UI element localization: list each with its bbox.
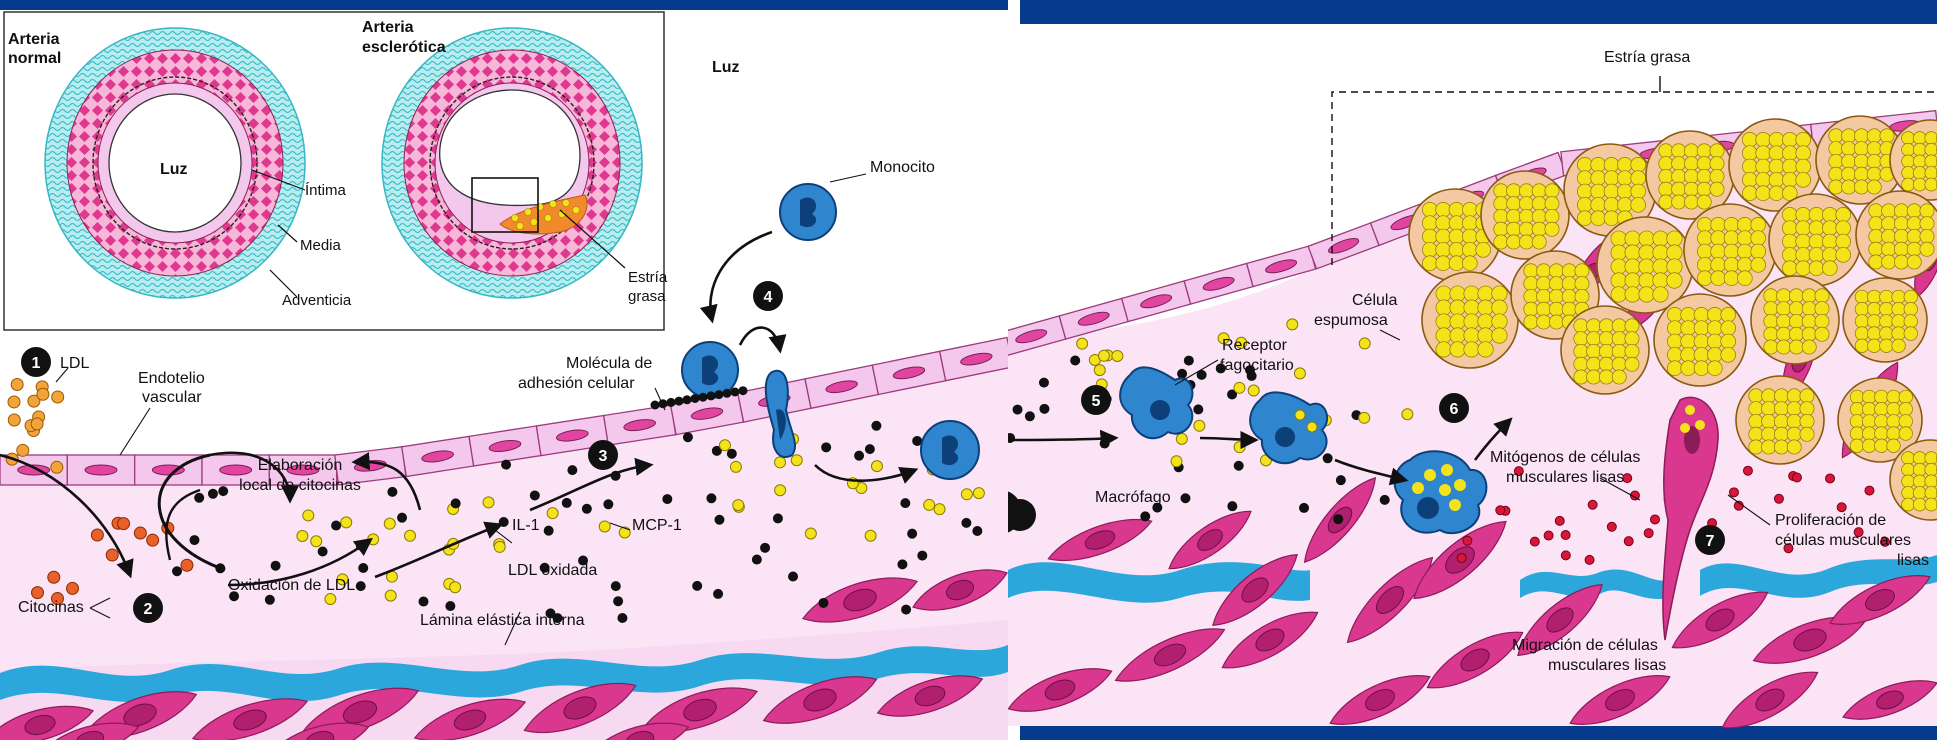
label-estria-1: Estría <box>628 269 668 286</box>
label-receptor-1: Receptor <box>1222 337 1288 354</box>
step-7: 7 <box>1695 525 1725 555</box>
label-elaboracion-2: local de citocinas <box>239 477 361 494</box>
step-2: 2 <box>133 593 163 623</box>
foam-cell <box>1751 276 1839 364</box>
foam-cell <box>1481 171 1569 259</box>
label-macrofago: Macrófago <box>1095 489 1171 506</box>
svg-text:5: 5 <box>1092 393 1101 410</box>
svg-text:2: 2 <box>144 601 153 618</box>
sclerotic-artery <box>382 28 642 298</box>
entering-monocyte <box>921 421 979 479</box>
label-molecula-1: Molécula de <box>566 355 652 372</box>
svg-text:1: 1 <box>32 355 41 372</box>
label-estria-grasa: Estría grasa <box>1604 49 1690 66</box>
svg-text:4: 4 <box>764 289 773 306</box>
inset-lumen-label: Luz <box>160 161 188 178</box>
label-celula-2: espumosa <box>1314 312 1388 329</box>
foam-cell <box>1684 204 1776 296</box>
sclerotic-title-2: esclerótica <box>362 39 446 56</box>
label-receptor-2: fagocitario <box>1220 357 1294 374</box>
label-mitogenos-2: musculares lisas <box>1506 469 1624 486</box>
label-estria-2: grasa <box>628 288 666 305</box>
label-elaboracion-1: Elaboración <box>258 457 343 474</box>
step-4: 4 <box>753 281 783 311</box>
label-migracion-2: musculares lisas <box>1548 657 1666 674</box>
foam-cell <box>1843 278 1927 362</box>
svg-text:7: 7 <box>1706 533 1715 550</box>
label-il1: IL-1 <box>512 517 540 534</box>
label-lamina: Lámina elástica interna <box>420 612 585 629</box>
step-3: 3 <box>588 440 618 470</box>
label-endotelio-2: vascular <box>142 389 202 406</box>
label-mitogenos-1: Mitógenos de células <box>1490 449 1640 466</box>
top-frame-bar <box>0 0 1008 10</box>
label-proliferacion-2: células musculares <box>1775 532 1911 549</box>
label-media: Media <box>300 237 342 254</box>
label-intima: Íntima <box>305 182 347 199</box>
left-panel: Arteria normal Arteria esclerótica Luz Í… <box>0 0 1013 740</box>
label-molecula-2: adhesión celular <box>518 375 635 392</box>
artery-inset: Arteria normal Arteria esclerótica Luz Í… <box>4 12 668 330</box>
svg-text:3: 3 <box>599 448 608 465</box>
step-1: 1 <box>21 347 51 377</box>
label-proliferacion-3: lisas <box>1897 552 1929 569</box>
foam-cell <box>1654 294 1746 386</box>
foam-cell <box>1856 191 1937 279</box>
label-monocito: Monocito <box>870 159 935 176</box>
sclerotic-title-1: Arteria <box>362 19 414 36</box>
label-mcp1: MCP-1 <box>632 517 682 534</box>
foam-cell <box>1736 376 1824 464</box>
foam-cell <box>1769 194 1861 286</box>
svg-text:6: 6 <box>1450 401 1459 418</box>
normal-title-1: Arteria <box>8 31 60 48</box>
label-ldl-oxidada: LDL oxidada <box>508 562 597 579</box>
top-frame-bar-right <box>1020 0 1937 24</box>
step-6: 6 <box>1439 393 1469 423</box>
label-endotelio-1: Endotelio <box>138 370 205 387</box>
foam-cell <box>1561 306 1649 394</box>
bottom-frame-bar-right <box>1020 726 1937 740</box>
normal-title-2: normal <box>8 50 61 67</box>
right-panel: 5 6 7 Estría grasa Célula espumosa Recep… <box>978 0 1937 740</box>
endothelial-cell <box>67 455 134 485</box>
label-oxidacion: Oxidación de LDL <box>228 577 355 594</box>
label-migracion-1: Migración de células <box>1512 637 1658 654</box>
label-citocinas: Citocinas <box>18 599 84 616</box>
lumen-label: Luz <box>712 59 740 76</box>
label-adventicia: Adventicia <box>282 292 352 309</box>
label-celula-1: Célula <box>1352 292 1397 309</box>
label-proliferacion-1: Proliferación de <box>1775 512 1886 529</box>
foam-cell <box>1422 272 1518 368</box>
label-ldl: LDL <box>60 355 89 372</box>
step-5: 5 <box>1081 385 1111 415</box>
monocyte <box>780 184 836 240</box>
adhering-monocyte <box>682 342 738 398</box>
